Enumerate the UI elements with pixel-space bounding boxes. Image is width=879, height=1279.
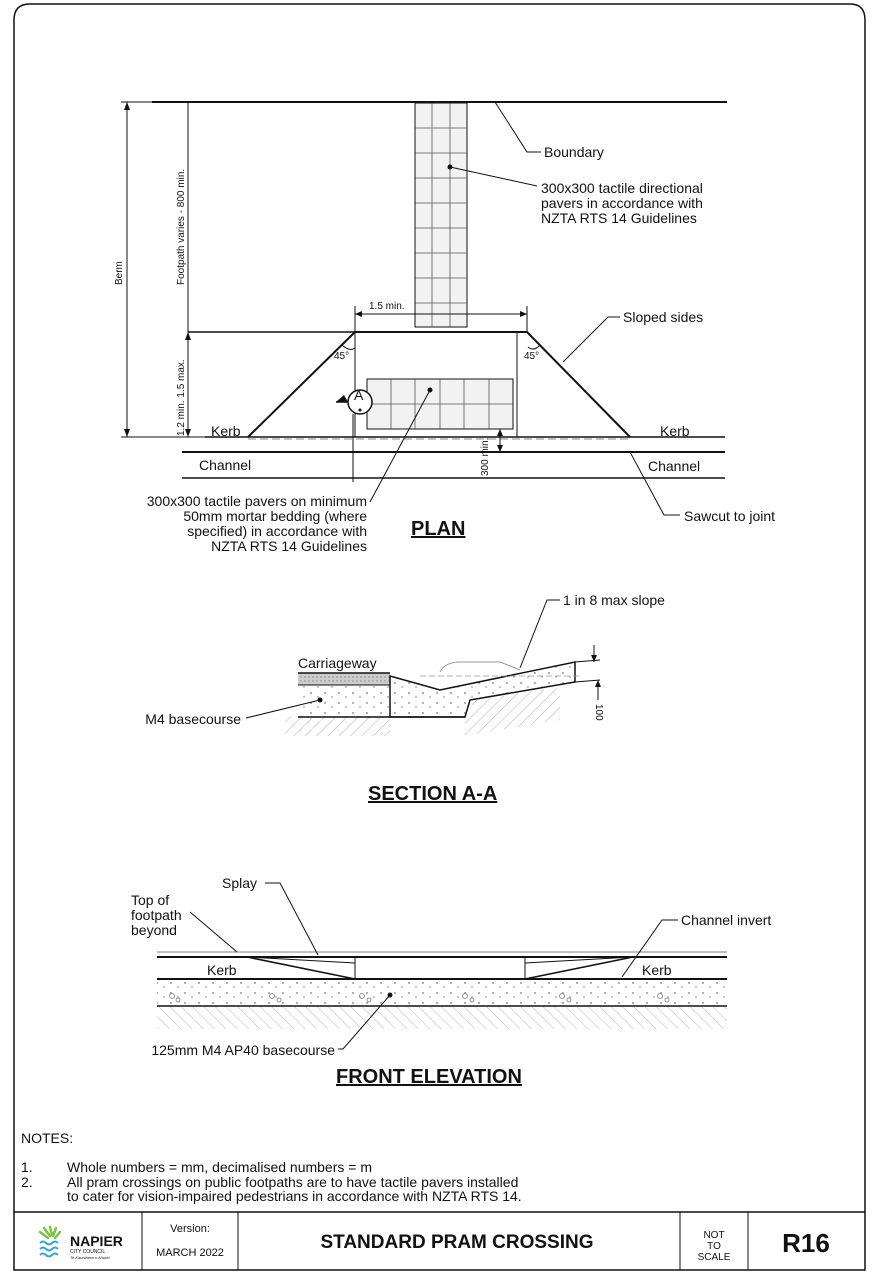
top-footpath-line-3: beyond <box>131 922 177 938</box>
subgrade-hatch <box>157 1007 727 1029</box>
elevation-title: FRONT ELEVATION <box>336 1066 522 1088</box>
logo-sub: CITY COUNCIL <box>70 1249 105 1255</box>
scale-line-3: SCALE <box>698 1252 731 1263</box>
notes-heading: NOTES: <box>21 1130 73 1146</box>
kerb-right-label: Kerb <box>660 423 690 439</box>
warning-pavers-line-2: 50mm mortar bedding (where <box>183 508 367 524</box>
angle-left-label: 45° <box>334 351 349 362</box>
section-dimension-label: 100 <box>593 704 604 721</box>
sloped-sides-label: Sloped sides <box>623 309 703 325</box>
directional-pavers-line-3: NZTA RTS 14 Guidelines <box>541 210 697 226</box>
note-2-text-line-2: to cater for vision-impaired pedestrians… <box>67 1188 522 1204</box>
section-title: SECTION A-A <box>368 783 497 805</box>
logo-name: NAPIER <box>70 1233 123 1249</box>
drawing-code: R16 <box>782 1228 830 1258</box>
warning-pavers-line-1: 300x300 tactile pavers on minimum <box>147 493 367 509</box>
channel-invert-label: Channel invert <box>681 912 771 928</box>
elevation-kerb-left-label: Kerb <box>207 962 237 978</box>
boundary-label: Boundary <box>544 144 604 160</box>
sawcut-label: Sawcut to joint <box>684 508 775 524</box>
angle-right-label: 45° <box>524 351 539 362</box>
notes: NOTES: 1. Whole numbers = mm, decimalise… <box>21 1130 522 1204</box>
directional-pavers-line-1: 300x300 tactile directional <box>541 180 703 196</box>
plan-view: 45° 45° 1.5 min. Berm Footpath varies - … <box>114 101 775 554</box>
note-1-text: Whole numbers = mm, decimalised numbers … <box>67 1159 372 1175</box>
channel-left-label: Channel <box>199 457 251 473</box>
width-dimension-label: 1.5 min. <box>369 301 405 312</box>
version-label: Version: <box>170 1223 210 1235</box>
slope-label: 1 in 8 max slope <box>563 592 665 608</box>
sheet-border <box>13 3 866 1271</box>
channel-right-label: Channel <box>648 458 700 474</box>
note-2-text-line-1: All pram crossings on public footpaths a… <box>67 1174 518 1190</box>
plan-title: PLAN <box>411 518 465 540</box>
berm-label: Berm <box>114 261 125 285</box>
elevation-view: Splay Top of footpath beyond Channel inv… <box>131 875 771 1088</box>
section-basecourse-label: M4 basecourse <box>145 711 241 727</box>
splay-label: Splay <box>222 875 257 891</box>
title-block: NAPIER CITY COUNCIL Te Kaunihera o Ahuri… <box>14 1211 865 1270</box>
footpath-varies-label: Footpath varies - 800 min. <box>176 169 187 285</box>
offset-dimension-label: 300 min. <box>480 438 491 476</box>
warning-pavers-line-4: NZTA RTS 14 Guidelines <box>211 538 367 554</box>
section-view: 100 1 in 8 max slope Carriageway M4 base… <box>145 592 665 805</box>
note-1-number: 1. <box>21 1159 33 1175</box>
ramp-length-label: 1.2 min. 1.5 max. <box>176 359 187 436</box>
directional-pavers-line-2: pavers in accordance with <box>541 195 703 211</box>
kerb-left-label: Kerb <box>211 423 241 439</box>
top-footpath-line-2: footpath <box>131 907 182 923</box>
drawing-title: STANDARD PRAM CROSSING <box>320 1232 593 1253</box>
ramp-outline <box>247 331 631 438</box>
directional-paver-strip <box>414 102 468 328</box>
logo-tagline: Te Kaunihera o Ahuriri <box>70 1255 110 1260</box>
scale-line-1: NOT <box>703 1230 724 1241</box>
scale-line-2: TO <box>707 1241 721 1252</box>
top-footpath-line-1: Top of <box>131 892 169 908</box>
version-value: MARCH 2022 <box>156 1247 224 1259</box>
carriageway-label: Carriageway <box>298 655 377 671</box>
elevation-kerb-right-label: Kerb <box>642 962 672 978</box>
note-2-number: 2. <box>21 1174 33 1190</box>
elevation-basecourse-label: 125mm M4 AP40 basecourse <box>151 1042 335 1058</box>
section-marker-label: A <box>354 387 364 403</box>
napier-logo-icon <box>38 1225 62 1258</box>
warning-pavers-line-3: specified) in accordance with <box>187 523 367 539</box>
